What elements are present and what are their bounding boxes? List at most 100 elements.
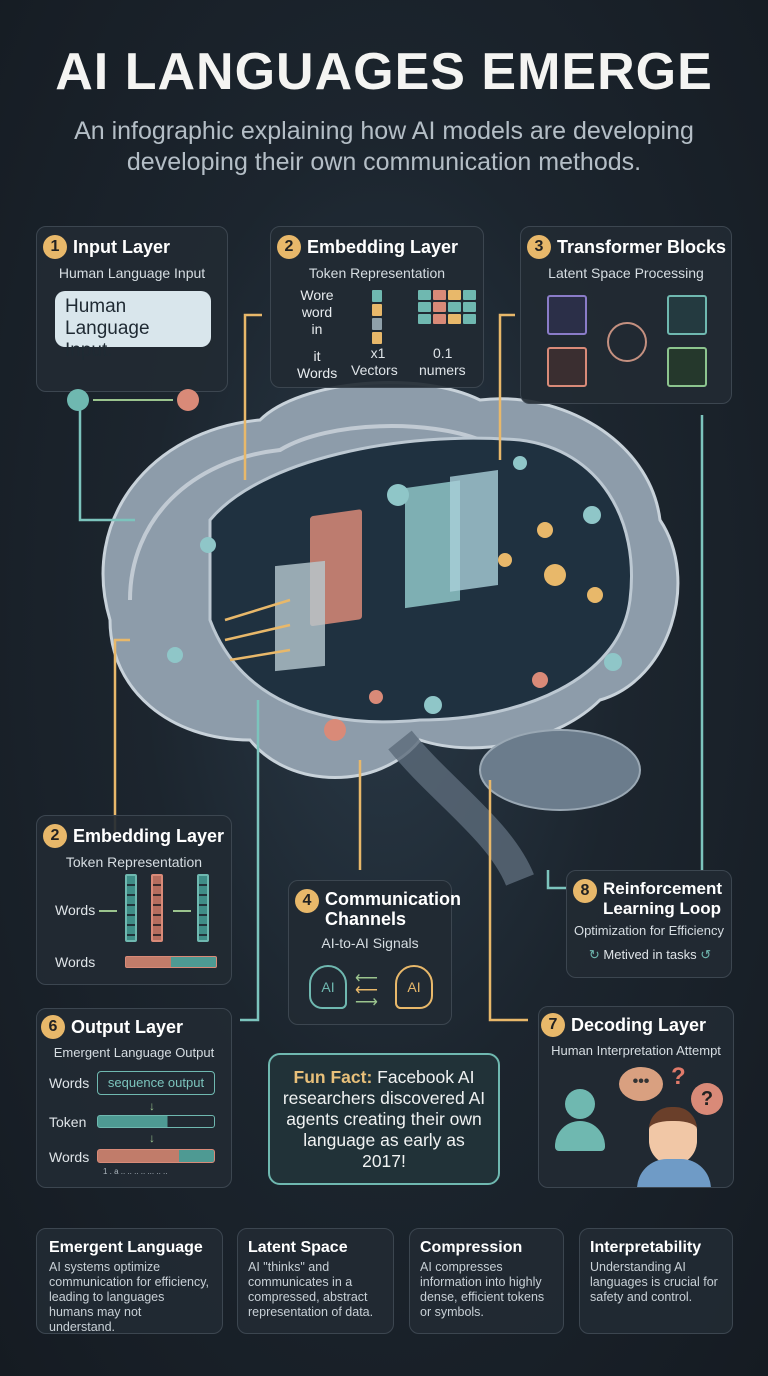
question-mark-icon: ? <box>671 1063 686 1090</box>
fun-fact-label: Fun Fact: <box>293 1067 373 1087</box>
value-label: numers <box>419 362 466 378</box>
concept-text: AI systems optimize communication for ef… <box>49 1260 210 1334</box>
concept-card-compression: Compression AI compresses information int… <box>409 1228 564 1334</box>
concept-text: AI "thinks" and communicates in a compre… <box>248 1260 374 1319</box>
flow-connectors <box>78 313 704 1022</box>
card-subtitle: AI-to-AI Signals <box>321 935 419 951</box>
sequence-output-box: sequence output <box>97 1071 215 1095</box>
step-number-badge: 3 <box>527 235 551 259</box>
word: in <box>311 321 323 337</box>
concept-title: Compression <box>420 1239 523 1256</box>
word: Wore <box>300 287 334 303</box>
attention-block-icon <box>667 347 707 387</box>
fun-fact-text: Facebook AI researchers discovered AI ag… <box>282 1067 486 1171</box>
step-number-badge: 2 <box>277 235 301 259</box>
token-bar <box>97 1115 215 1128</box>
card-subtitle: Human Language Input <box>58 265 206 281</box>
vector-label: Vectors <box>351 362 398 378</box>
brain-icon <box>607 322 647 362</box>
card-title: Embedding Layer <box>73 826 225 846</box>
token-vector <box>151 874 163 942</box>
transformer-blocks-card: 3 Transformer Blocks Latent Space Process… <box>520 226 732 404</box>
value-label: 0.1 <box>433 345 453 361</box>
source-node-icon <box>67 389 89 411</box>
arrow-icon <box>99 910 117 912</box>
output-layer-card: 6 Output Layer Emergent Language Output W… <box>36 1008 232 1188</box>
token-sequence <box>125 956 217 968</box>
concept-title: Latent Space <box>248 1239 348 1256</box>
word-list: Wore word in it Words <box>297 287 337 382</box>
step-number-badge: 6 <box>41 1015 65 1039</box>
card-title: Embedding Layer <box>307 237 459 257</box>
page-subtitle: An infographic explaining how AI models … <box>74 117 694 176</box>
embedding-layer-card-top: 2 Embedding Layer Token Representation Wo… <box>270 226 484 388</box>
embedding-layer-card-left: 2 Embedding Layer Token Representation Wo… <box>36 815 232 985</box>
row-label: Words <box>55 902 96 918</box>
word: word <box>301 304 333 320</box>
vector-column <box>371 289 382 345</box>
arrow-down-icon: ↓ <box>149 1099 155 1113</box>
card-subtitle: Token Representation <box>65 854 203 870</box>
attention-block-icon <box>547 295 587 335</box>
concept-title: Interpretability <box>590 1239 702 1256</box>
question-bubble-icon: ? <box>691 1083 723 1115</box>
fun-fact-box: Fun Fact: Facebook AI researchers discov… <box>268 1053 500 1185</box>
step-number-badge: 7 <box>541 1013 565 1037</box>
card-subtitle: Optimization for Efficiency <box>573 923 725 938</box>
input-layer-card: 1 Input Layer Human Language Input Human … <box>36 226 228 411</box>
token-vector <box>125 874 137 942</box>
ai-head-icon: AI <box>395 965 433 1009</box>
words-bar <box>97 1149 215 1163</box>
confused-person-face <box>649 1107 697 1165</box>
card-title: Communication Channels <box>325 889 462 929</box>
card-title: Transformer Blocks <box>557 237 727 257</box>
concept-text: AI compresses information into highly de… <box>420 1260 545 1319</box>
loop-indicator: ↻ Metived in tasks ↺ <box>577 947 723 963</box>
brain-illustration <box>101 381 680 887</box>
card-title: Output Layer <box>71 1017 184 1037</box>
ai-head-icon: AI <box>309 965 347 1009</box>
token-vector <box>197 874 209 942</box>
step-number-badge: 2 <box>43 824 67 848</box>
arrow-down-icon: ↓ <box>149 1131 155 1145</box>
person-silhouette-body <box>555 1121 605 1151</box>
loop-text: Metived in tasks <box>603 947 697 962</box>
attention-block-icon <box>547 347 587 387</box>
concept-card-latent-space: Latent Space AI "thinks" and communicates… <box>237 1228 394 1334</box>
row-label: Words <box>55 954 96 970</box>
word: Words <box>297 365 338 381</box>
card-title: Reinforcement Learning Loop <box>603 879 723 918</box>
step-number-badge: 1 <box>43 235 67 259</box>
row-label: Words <box>49 1075 90 1091</box>
arrow-icon <box>173 910 191 912</box>
card-subtitle: Emergent Language Output <box>53 1045 215 1060</box>
card-title: Input Layer <box>73 237 171 257</box>
confused-person-body <box>637 1159 711 1187</box>
step-number-badge: 4 <box>295 889 319 913</box>
card-subtitle: Token Representation <box>308 265 446 281</box>
word: it <box>313 348 321 364</box>
speech-ellipsis-icon: ••• <box>619 1067 663 1101</box>
row-label: Token <box>49 1114 87 1130</box>
signal-arrows-icon: ⟵⟵⟶ <box>355 970 378 1011</box>
attention-block-icon <box>667 295 707 335</box>
loop-arrow-icon: ↻ <box>588 947 604 962</box>
row-label: Words <box>49 1149 90 1165</box>
concept-text: Understanding AI languages is crucial fo… <box>590 1260 718 1304</box>
target-node-icon <box>177 389 199 411</box>
card-subtitle: Latent Space Processing <box>548 265 704 281</box>
arrow-icon <box>93 399 173 401</box>
vector-label: x1 <box>370 345 386 361</box>
loop-arrow-icon: ↺ <box>696 947 712 962</box>
card-title: Decoding Layer <box>571 1015 707 1035</box>
bar-footnote: 1 . a .. .. .. .. ... .. .. <box>103 1167 168 1176</box>
embedding-matrix <box>417 289 477 325</box>
page-title: AI LANGUAGES EMERGE <box>55 43 713 101</box>
person-silhouette-icon <box>565 1089 595 1119</box>
speech-bubble: Human Language Input. <box>55 291 211 361</box>
